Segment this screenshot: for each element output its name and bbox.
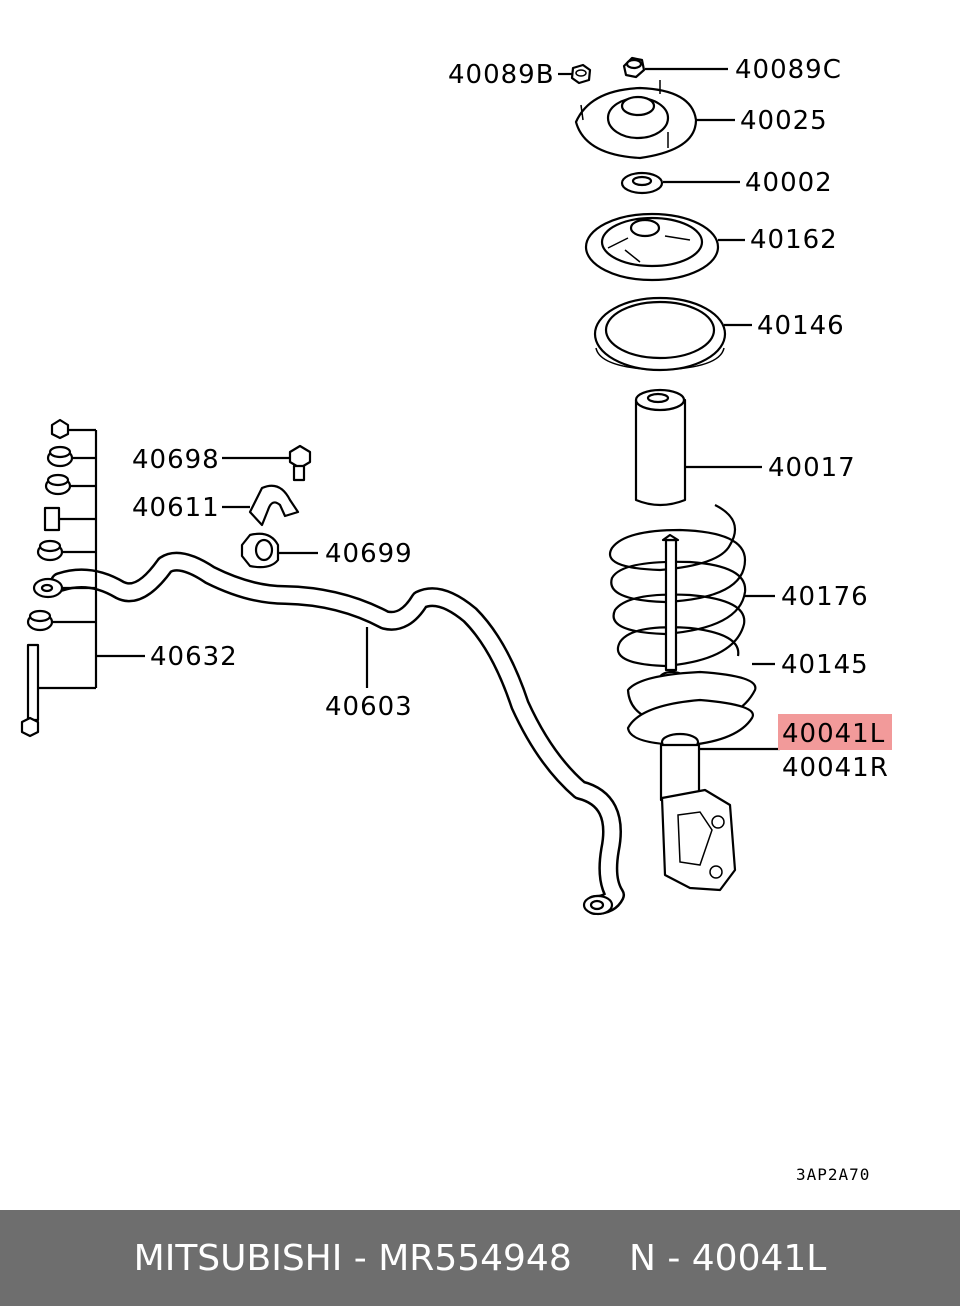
label-40002: 40002 — [745, 168, 833, 198]
coil-spring-drawing — [609, 504, 747, 668]
footer-bar: MITSUBISHI - MR554948 N - 40041L — [0, 1210, 960, 1306]
label-40699: 40699 — [325, 539, 413, 569]
label-40603: 40603 — [325, 692, 413, 722]
parts-diagram: 40089B 40089C 40025 40002 40162 40146 40… — [20, 55, 892, 1184]
bolt-40698-drawing — [288, 444, 312, 482]
label-40041r: 40041R — [782, 753, 889, 783]
label-40176: 40176 — [781, 582, 869, 612]
spring-pad-drawing — [593, 296, 727, 372]
strut-mount-drawing — [574, 80, 698, 160]
label-40145: 40145 — [781, 650, 869, 680]
footer-part-info: MITSUBISHI - MR554948 N - 40041L — [133, 1237, 827, 1279]
label-40611: 40611 — [132, 493, 220, 523]
nut-40089b-drawing — [570, 63, 592, 85]
link-kit-drawing — [20, 418, 74, 738]
upper-spring-seat-drawing — [584, 212, 720, 282]
bearing-drawing — [620, 171, 664, 195]
bushing-40699-drawing — [240, 532, 280, 569]
bump-boot-drawing — [634, 388, 687, 507]
label-40089c: 40089C — [735, 55, 842, 85]
label-40146: 40146 — [757, 311, 845, 341]
nut-40089c-drawing — [622, 56, 646, 79]
label-40698: 40698 — [132, 445, 220, 475]
bracket-40611-drawing — [248, 484, 300, 527]
label-40089b: 40089B — [448, 60, 555, 90]
highlight-40041l — [778, 714, 892, 750]
label-40632: 40632 — [150, 642, 238, 672]
strut-drawing — [626, 533, 757, 892]
stabilizer-bar-drawing — [32, 551, 625, 916]
label-40041l: 40041L — [782, 719, 885, 749]
diagram-code: 3AP2A70 — [796, 1165, 870, 1184]
label-40162: 40162 — [750, 225, 838, 255]
label-40017: 40017 — [768, 453, 856, 483]
leader-lines — [38, 67, 780, 751]
label-40025: 40025 — [740, 106, 828, 136]
